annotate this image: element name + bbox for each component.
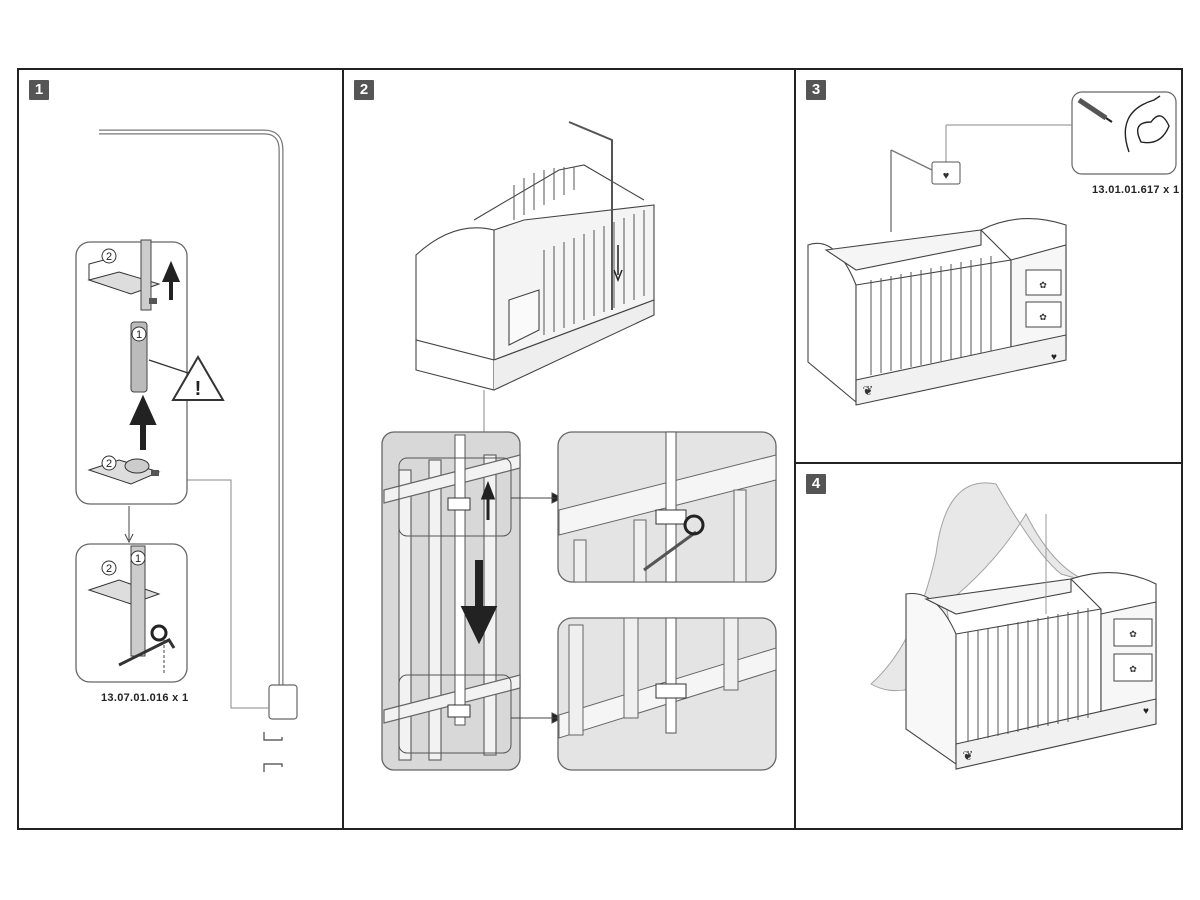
svg-text:✿: ✿ <box>1039 280 1047 290</box>
step-4-panel: 4 ✿ <box>796 464 1181 828</box>
step-3-panel: 3 ♥ <box>796 70 1181 464</box>
svg-text:❦: ❦ <box>863 383 874 398</box>
bracket-label-top: 2 <box>106 251 112 263</box>
rotate-arrow-icon <box>150 624 168 642</box>
step-3-part-code: 13.01.01.617 x 1 <box>1092 184 1180 196</box>
step-3-illustration: ♥ ✿ ✿ ♥ <box>807 91 1177 406</box>
step-2-panel: 2 <box>344 70 796 828</box>
svg-text:✿: ✿ <box>1129 664 1137 674</box>
rod-label-assembled: 1 <box>135 553 141 565</box>
svg-text:❦: ❦ <box>963 748 974 763</box>
svg-text:✿: ✿ <box>1129 629 1137 639</box>
step-1-illustration: 2 1 ! 2 2 <box>75 129 298 772</box>
svg-text:♥: ♥ <box>1051 352 1057 363</box>
step-3-badge: 3 <box>806 80 826 100</box>
step-1-panel: 1 2 1 ! <box>19 70 344 828</box>
step-2-illustration <box>381 121 777 771</box>
rod-label-top: 1 <box>136 329 142 341</box>
warning-icon: ! <box>195 378 202 400</box>
step-4-illustration: ✿ ✿ ♥ ❦ <box>870 482 1157 770</box>
bracket-label-assembled: 2 <box>106 563 112 575</box>
clamp-detail-box <box>268 684 298 720</box>
svg-text:♥: ♥ <box>1143 706 1149 717</box>
step-1-badge: 1 <box>29 80 49 100</box>
crib-assembled-drawing <box>807 218 1067 406</box>
bracket-label-bottom: 2 <box>106 458 112 470</box>
svg-text:✿: ✿ <box>1039 312 1047 322</box>
heart-knob-icon <box>1137 115 1170 144</box>
instruction-sheet-frame: 1 2 1 ! <box>17 68 1183 830</box>
step-4-badge: 4 <box>806 474 826 494</box>
step-2-badge: 2 <box>354 80 374 100</box>
step-1-part-code: 13.07.01.016 x 1 <box>101 692 189 704</box>
svg-text:♥: ♥ <box>943 170 950 182</box>
